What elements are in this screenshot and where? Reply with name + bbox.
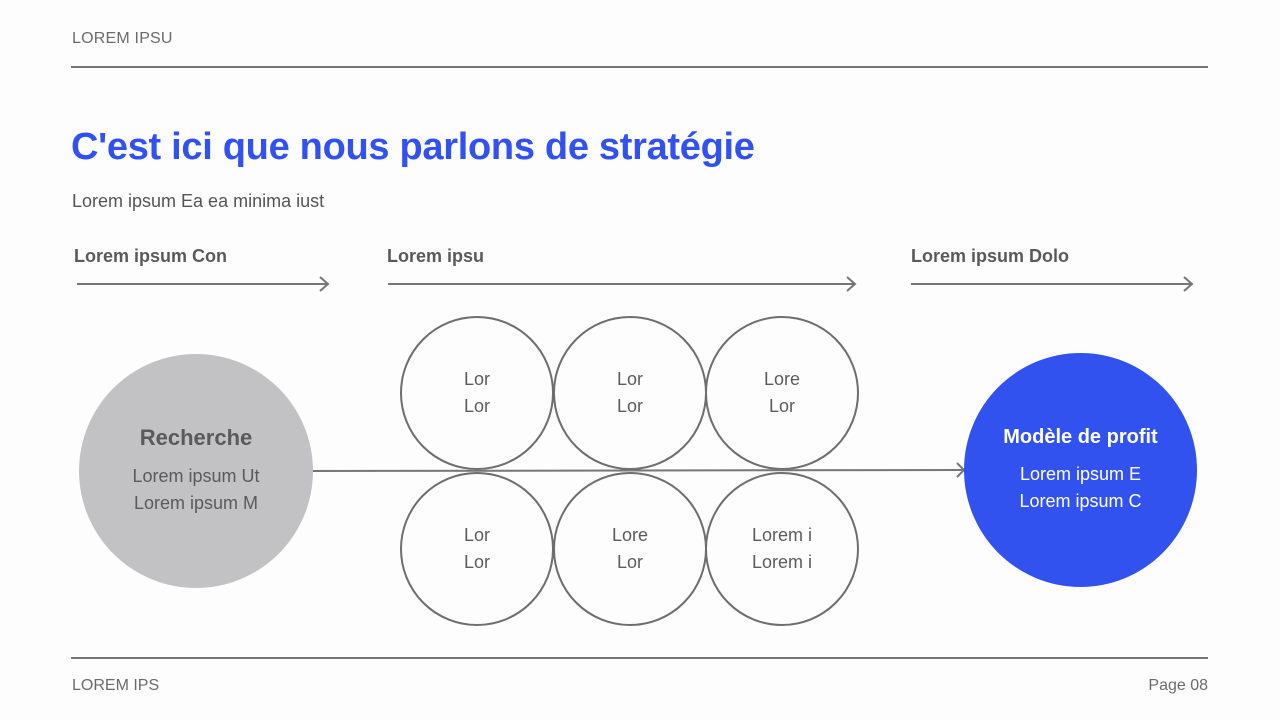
middle-node-6: Lorem i Lorem i xyxy=(705,472,859,626)
middle-node-1-line-2: Lor xyxy=(463,396,490,416)
middle-node-2-line-2: Lor xyxy=(616,396,643,416)
phase-arrow-3-icon xyxy=(911,276,1194,292)
middle-node-2-line-1: Lor xyxy=(616,369,643,389)
header-divider xyxy=(71,66,1208,68)
middle-node-1: Lor Lor xyxy=(400,316,554,470)
research-node: Recherche Lorem ipsum Ut Lorem ipsum M xyxy=(79,354,313,588)
profit-model-node: Modèle de profit Lorem ipsum E Lorem ips… xyxy=(964,353,1197,587)
middle-node-5-line-1: Lore xyxy=(611,525,649,545)
phase-arrow-1-icon xyxy=(77,276,330,292)
middle-node-4: Lor Lor xyxy=(400,472,554,626)
middle-node-2: Lor Lor xyxy=(553,316,707,470)
profit-node-line-2: Lorem ipsum C xyxy=(1019,490,1142,511)
middle-node-5-line-2: Lor xyxy=(616,552,643,572)
page-subtitle: Lorem ipsum Ea ea minima iust xyxy=(72,191,325,211)
middle-node-6-line-2: Lorem i xyxy=(751,552,813,572)
middle-node-5: Lore Lor xyxy=(553,472,707,626)
profit-node-line-1: Lorem ipsum E xyxy=(1019,463,1142,484)
middle-node-4-line-2: Lor xyxy=(463,552,490,572)
profit-node-title: Modèle de profit xyxy=(1003,425,1158,448)
middle-node-4-line-1: Lor xyxy=(463,525,490,545)
research-node-line-2: Lorem ipsum M xyxy=(133,493,259,513)
middle-circle-outlines xyxy=(400,316,859,626)
header-label: LOREM IPSU xyxy=(72,30,173,47)
middle-node-3-line-1: Lore xyxy=(763,369,801,389)
footer-label: LOREM IPS xyxy=(72,677,160,694)
page-title: C'est ici que nous parlons de stratégie xyxy=(71,126,755,168)
research-node-line-1: Lorem ipsum Ut xyxy=(132,466,260,486)
phase-label-1: Lorem ipsum Con xyxy=(74,246,228,266)
phase-label-3: Lorem ipsum Dolo xyxy=(911,246,1070,266)
footer-divider xyxy=(71,657,1208,659)
middle-node-6-line-1: Lorem i xyxy=(751,525,813,545)
middle-node-3-line-2: Lor xyxy=(768,396,795,416)
phase-label-2: Lorem ipsu xyxy=(387,246,485,266)
page-number: Page 08 xyxy=(1148,677,1208,694)
middle-node-1-line-1: Lor xyxy=(463,369,490,389)
middle-node-3: Lore Lor xyxy=(705,316,859,470)
phase-arrow-2-icon xyxy=(388,276,857,292)
research-node-title: Recherche xyxy=(139,425,253,450)
